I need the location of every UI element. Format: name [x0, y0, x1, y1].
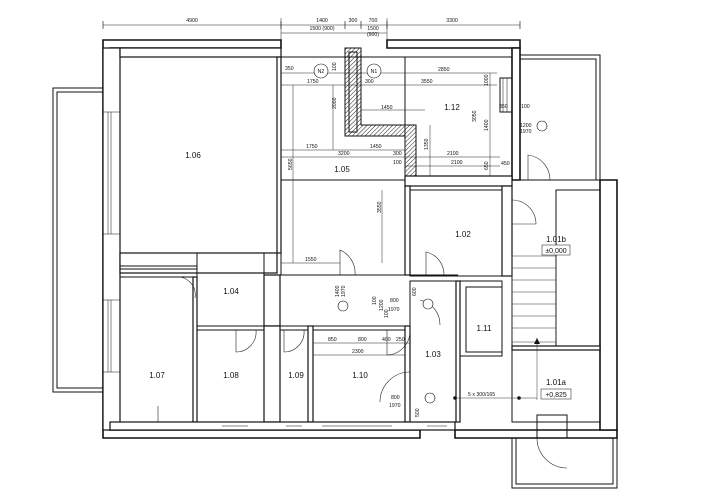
level-box-1-01b — [541, 244, 571, 256]
level-box-1-01a — [540, 388, 572, 400]
room-1-11: 1.11 — [477, 324, 493, 333]
dim-300-mid: 300 — [393, 151, 402, 157]
marker-n2-circle — [313, 63, 329, 79]
dim-350-right: 350 — [499, 104, 508, 110]
room-1-09: 1.09 — [288, 371, 304, 380]
dimension-lines — [281, 72, 500, 422]
dim-800-lower: 800 — [391, 395, 400, 401]
dim-1970-door: 1970 — [341, 285, 347, 297]
level-1-01b: ±0,000 — [545, 248, 566, 255]
dim-1970-mid: 1970 — [388, 307, 400, 313]
dim-4900: 4900 — [186, 18, 198, 24]
marker-n2: N2 — [318, 69, 325, 75]
door-tag-circle-3 — [424, 392, 436, 404]
dim-400: 400 — [382, 337, 391, 343]
room-1-07: 1.07 — [149, 371, 165, 380]
dim-100-top: 100 — [332, 62, 338, 71]
dim-300-top: 300 — [365, 79, 374, 85]
dim-250: 250 — [396, 337, 405, 343]
dim-100-v2: 100 — [384, 309, 390, 318]
dim-300: 300 — [349, 18, 358, 24]
marker-n1-circle — [366, 63, 382, 79]
room-1-06: 1.06 — [185, 151, 201, 160]
dim-1450-mid: 1450 — [381, 105, 393, 111]
dim-3050: 3050 — [472, 110, 478, 122]
dim-700: 700 — [369, 18, 378, 24]
dim-3200: 3200 — [338, 151, 350, 157]
dim-2100-a: 2100 — [447, 151, 459, 157]
middle-rooms — [119, 179, 601, 357]
dim-1400: 1400 — [316, 18, 328, 24]
dim-450: 450 — [501, 161, 510, 167]
room-labels: 1.06 1.05 1.12 1.02 1.01b ±0,000 1.04 1.… — [149, 103, 572, 400]
room-1-01a: 1.01a — [546, 378, 567, 387]
bottom-rooms — [109, 276, 601, 431]
dim-1750-mid: 1750 — [306, 144, 318, 150]
dim-900: (900) — [367, 32, 379, 38]
dim-1970-right: 1970 — [520, 129, 532, 135]
dim-1750-top: 1750 — [307, 79, 319, 85]
door-tag-circle-2 — [422, 298, 434, 310]
outer-walls — [102, 39, 618, 439]
dim-600: 600 — [412, 287, 418, 296]
door-tag-circle — [337, 300, 349, 312]
dim-1970-lower: 1970 — [389, 403, 401, 409]
level-1-01a: +0,825 — [545, 392, 567, 399]
dim-850: 850 — [328, 337, 337, 343]
dim-3550-v: 3550 — [377, 201, 383, 213]
dim-3300: 3300 — [446, 18, 458, 24]
dim-100-mid: 100 — [393, 160, 402, 166]
stair-spec: 5 x 300/165 — [468, 392, 495, 398]
dim-1500-900: 1500 (900) — [309, 26, 334, 32]
room-1-12: 1.12 — [444, 103, 460, 112]
room-1-01b: 1.01b — [546, 235, 567, 244]
dim-800-bottom: 800 — [358, 337, 367, 343]
dim-1400-door: 1400 — [335, 285, 341, 297]
dim-500: 500 — [415, 408, 421, 417]
markers: N2 N1 — [313, 63, 548, 404]
dimension-texts: 350 1750 100 300 3550 2850 1000 2000 145… — [285, 62, 532, 417]
dim-1400-right: 1400 — [484, 119, 490, 131]
dim-1000: 1000 — [484, 74, 490, 86]
room-1-03: 1.03 — [425, 350, 441, 359]
dim-350: 350 — [285, 66, 294, 72]
entrance-porch — [511, 414, 618, 489]
dim-100-right: 100 — [521, 104, 530, 110]
dim-1200-v: 1200 — [379, 299, 385, 311]
room-1-02: 1.02 — [455, 230, 471, 239]
dim-3550-top: 3550 — [421, 79, 433, 85]
dim-1500: 1500 — [367, 26, 379, 32]
dim-1200: 1200 — [520, 123, 532, 129]
room-1-05: 1.05 — [334, 165, 350, 174]
room-1-04: 1.04 — [223, 287, 239, 296]
marker-n1: N1 — [371, 69, 378, 75]
dim-5650: 5650 — [288, 158, 294, 170]
dim-2100-b: 2100 — [451, 160, 463, 166]
dim-2000: 2000 — [332, 97, 338, 109]
stairs: 5 x 300/165 — [453, 255, 557, 400]
dim-800-mid: 800 — [390, 298, 399, 304]
dim-1350: 1350 — [424, 138, 430, 150]
dim-650: 650 — [484, 161, 490, 170]
door-tag-circle-4 — [536, 120, 548, 132]
room-1-08: 1.08 — [223, 371, 239, 380]
dim-1550: 1550 — [305, 257, 317, 263]
room-1-10: 1.10 — [352, 371, 368, 380]
doors — [157, 154, 551, 422]
terrace-left — [52, 87, 120, 393]
dim-1450-lower: 1450 — [370, 144, 382, 150]
dim-2850: 2850 — [438, 67, 450, 73]
dim-100-v1: 100 — [372, 296, 378, 305]
dim-2300: 2300 — [352, 349, 364, 355]
